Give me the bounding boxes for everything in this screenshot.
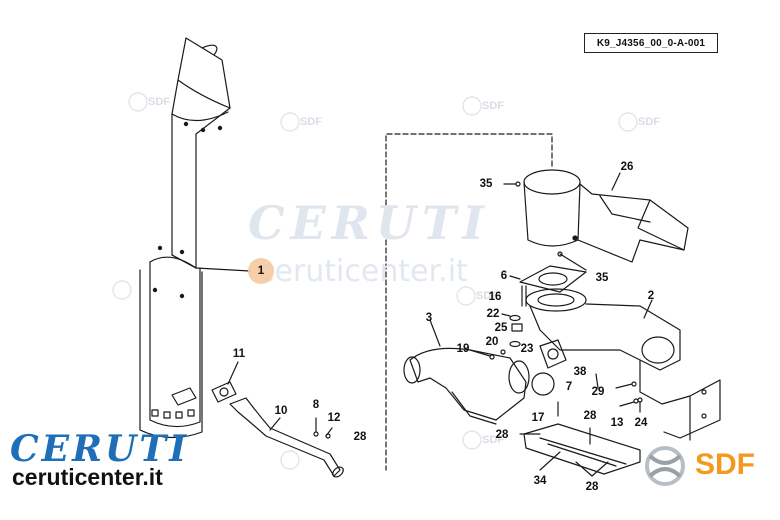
callout-23[interactable]: 23	[520, 343, 534, 355]
callout-3[interactable]: 3	[425, 312, 433, 324]
elbow-3	[403, 319, 530, 425]
muffler-26	[523, 169, 689, 263]
manifold-2	[525, 288, 721, 441]
sdf-logo-mark	[645, 446, 685, 486]
callout-29[interactable]: 29	[591, 386, 605, 398]
exhaust-stack	[139, 37, 251, 439]
callout-24[interactable]: 24	[634, 417, 648, 429]
callout-34[interactable]: 34	[533, 475, 547, 487]
watermark-sdf: SDF	[482, 100, 504, 112]
watermark-sdf: SDF	[148, 96, 170, 108]
callout-28[interactable]: 28	[583, 410, 597, 422]
ceruti-logo: CERUTI	[10, 428, 190, 470]
watermark-sdf: SDF	[476, 290, 498, 302]
callout-2[interactable]: 2	[647, 290, 655, 302]
sdf-logo: SDF	[695, 448, 755, 481]
callout-13[interactable]: 13	[610, 417, 624, 429]
callout-22[interactable]: 22	[486, 308, 500, 320]
callout-25[interactable]: 25	[494, 322, 508, 334]
watermark-sdf: SDF	[300, 116, 322, 128]
callout-35[interactable]: 35	[595, 272, 609, 284]
bracket-34	[519, 423, 641, 477]
callout-highlight[interactable]	[248, 258, 274, 284]
callout-28[interactable]: 28	[353, 431, 367, 443]
callout-10[interactable]: 10	[274, 405, 288, 417]
gasket-6	[509, 265, 587, 293]
callout-35[interactable]: 35	[479, 178, 493, 190]
pipe-10	[229, 397, 344, 478]
callout-12[interactable]: 12	[327, 412, 341, 424]
callout-26[interactable]: 26	[620, 161, 634, 173]
callout-28[interactable]: 28	[585, 481, 599, 493]
watermark-brand: CERUTI	[248, 196, 490, 250]
watermark-url: ceruticenter.it	[258, 254, 468, 289]
reference-code: K9_J4356_00_0-A-001	[584, 33, 718, 53]
group-bracket	[385, 133, 553, 331]
callout-28[interactable]: 28	[495, 429, 509, 441]
callout-1[interactable]: 1	[257, 265, 265, 277]
gasket-11	[211, 361, 239, 403]
callout-38[interactable]: 38	[573, 366, 587, 378]
callout-8[interactable]: 8	[312, 399, 320, 411]
callout-11[interactable]: 11	[232, 348, 246, 360]
callout-19[interactable]: 19	[456, 343, 470, 355]
callout-7[interactable]: 7	[565, 381, 573, 393]
ceruti-url: ceruticenter.it	[12, 464, 163, 490]
watermark-sdf: SDF	[638, 116, 660, 128]
callout-6[interactable]: 6	[500, 270, 508, 282]
callout-20[interactable]: 20	[485, 336, 499, 348]
callout-16[interactable]: 16	[488, 291, 502, 303]
callout-17[interactable]: 17	[531, 412, 545, 424]
watermark-sdf: SDF	[482, 434, 504, 446]
